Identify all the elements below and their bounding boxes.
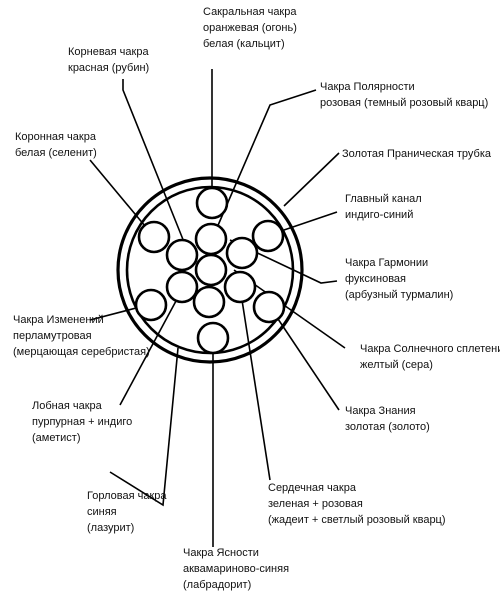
label-polarity: Чакра Полярности розовая (темный розовый… — [320, 81, 488, 109]
label-main-channel: Главный канал индиго-синий — [345, 193, 425, 221]
label-solar: Чакра Солнечного сплетения желтый (сера) — [360, 343, 500, 371]
chakra-circle-crown — [137, 220, 171, 254]
chakra-circle-clarity — [196, 321, 230, 355]
label-clarity: Чакра Ясности аквамариново-синяя (лабрад… — [183, 547, 292, 591]
leader-line-root — [122, 79, 187, 248]
chakra-circles — [134, 186, 286, 355]
label-sacral: Сакральная чакра оранжевая (огонь) белая… — [203, 6, 300, 50]
chakra-circle-root — [165, 238, 199, 272]
label-change: Чакра Изменений перламутровая (мерцающая… — [13, 314, 150, 358]
chakra-circle-main-channel — [194, 253, 228, 287]
chakra-circle-change — [134, 288, 168, 322]
leader-line-main-channel — [283, 211, 338, 231]
chakra-circle-harmony — [225, 236, 259, 270]
leader-line-harmony — [229, 239, 338, 284]
leader-line-throat — [109, 347, 179, 507]
label-heart: Сердечная чакра зеленая + розовая (жадеи… — [268, 482, 446, 526]
chakra-circle-pranic — [251, 219, 285, 253]
label-knowledge: Чакра Знания золотая (золото) — [345, 405, 430, 433]
outer-ring — [116, 176, 304, 364]
label-frontal: Лобная чакра пурпурная + индиго (аметист… — [32, 400, 135, 444]
chakra-circle-knowledge — [252, 290, 286, 324]
label-harmony: Чакра Гармонии фуксиновая (арбузный турм… — [345, 257, 453, 301]
chakra-circle-frontal — [165, 270, 199, 304]
leader-line-knowledge — [273, 312, 340, 411]
label-throat: Горловая чакра синяя (лазурит) — [87, 490, 170, 534]
label-root: Корневая чакра красная (рубин) — [68, 46, 152, 74]
chakra-circle-polarity — [194, 222, 228, 256]
label-crown: Коронная чакра белая (селенит) — [15, 131, 99, 159]
leader-line-polarity — [215, 89, 317, 231]
chakra-circle-solar — [223, 270, 257, 304]
leader-line-crown — [89, 159, 146, 227]
chakra-circle-sacral — [195, 186, 229, 220]
leader-line-heart — [241, 299, 271, 481]
label-pranic-tube: Золотая Праническая трубка — [342, 148, 492, 160]
chakra-circle-throat — [192, 285, 226, 319]
leader-line-change — [89, 306, 141, 321]
leader-lines — [89, 69, 346, 547]
leader-line-pranic — [283, 152, 340, 207]
leader-line-frontal — [119, 287, 184, 406]
